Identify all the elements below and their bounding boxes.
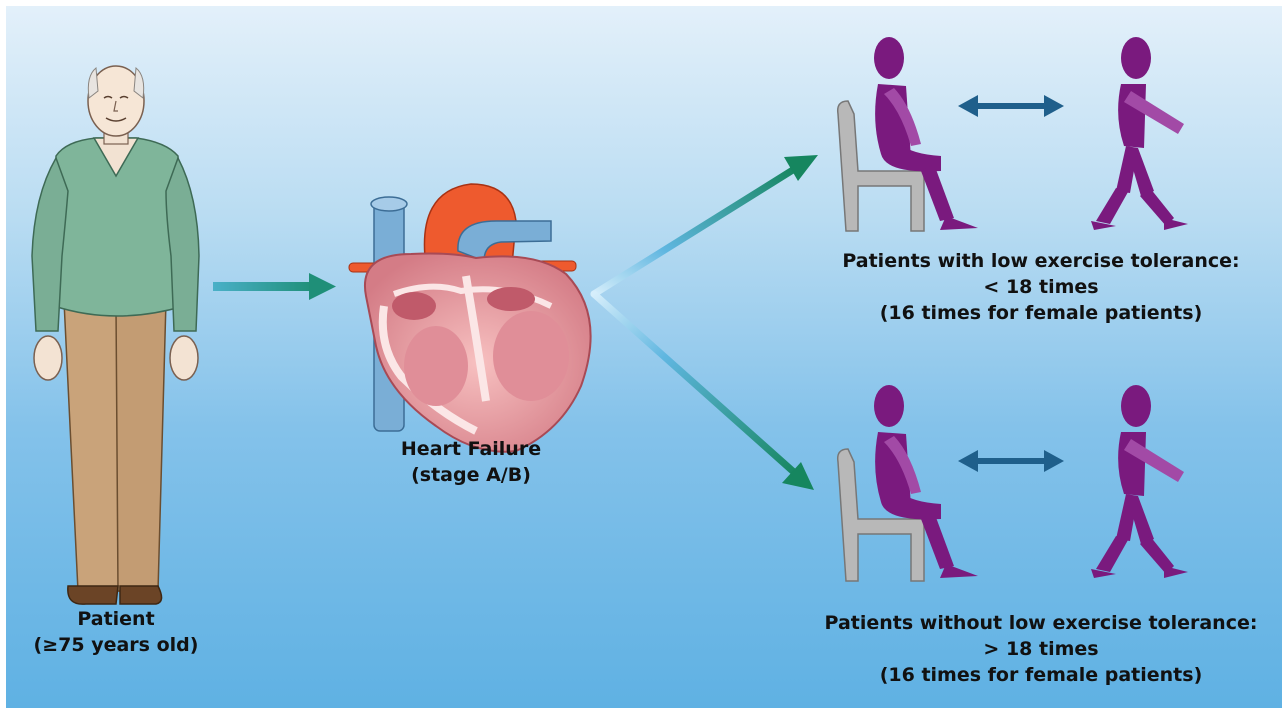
heart-illustration xyxy=(349,184,591,452)
heart-failure-label: Heart Failure (stage A/B) xyxy=(371,436,571,488)
low-tolerance-line1: Patients with low exercise tolerance: xyxy=(826,248,1256,274)
diagram-graphics xyxy=(6,6,1282,708)
patient-label-line2: (≥75 years old) xyxy=(16,632,216,658)
normal-tolerance-line3: (16 times for female patients) xyxy=(811,662,1271,688)
branch-arrow-up xyxy=(594,155,818,294)
patient-label-line1: Patient xyxy=(16,606,216,632)
heart-failure-label-line2: (stage A/B) xyxy=(371,462,571,488)
branch-arrow-down xyxy=(594,294,814,490)
patient-label: Patient (≥75 years old) xyxy=(16,606,216,658)
normal-tolerance-line1: Patients without low exercise tolerance: xyxy=(811,610,1271,636)
sit-to-stand-illustration-top xyxy=(838,37,1188,231)
low-tolerance-line3: (16 times for female patients) xyxy=(826,300,1256,326)
low-tolerance-line2: < 18 times xyxy=(826,274,1256,300)
patient-illustration xyxy=(32,66,199,604)
normal-tolerance-group-label: Patients without low exercise tolerance:… xyxy=(811,610,1271,688)
diagram-canvas: Patient (≥75 years old) Heart Failure (s… xyxy=(6,6,1282,708)
heart-failure-label-line1: Heart Failure xyxy=(371,436,571,462)
sit-to-stand-illustration-bottom xyxy=(838,385,1188,581)
normal-tolerance-line2: > 18 times xyxy=(811,636,1271,662)
arrow-patient-to-heart xyxy=(213,273,336,300)
low-tolerance-group-label: Patients with low exercise tolerance: < … xyxy=(826,248,1256,326)
